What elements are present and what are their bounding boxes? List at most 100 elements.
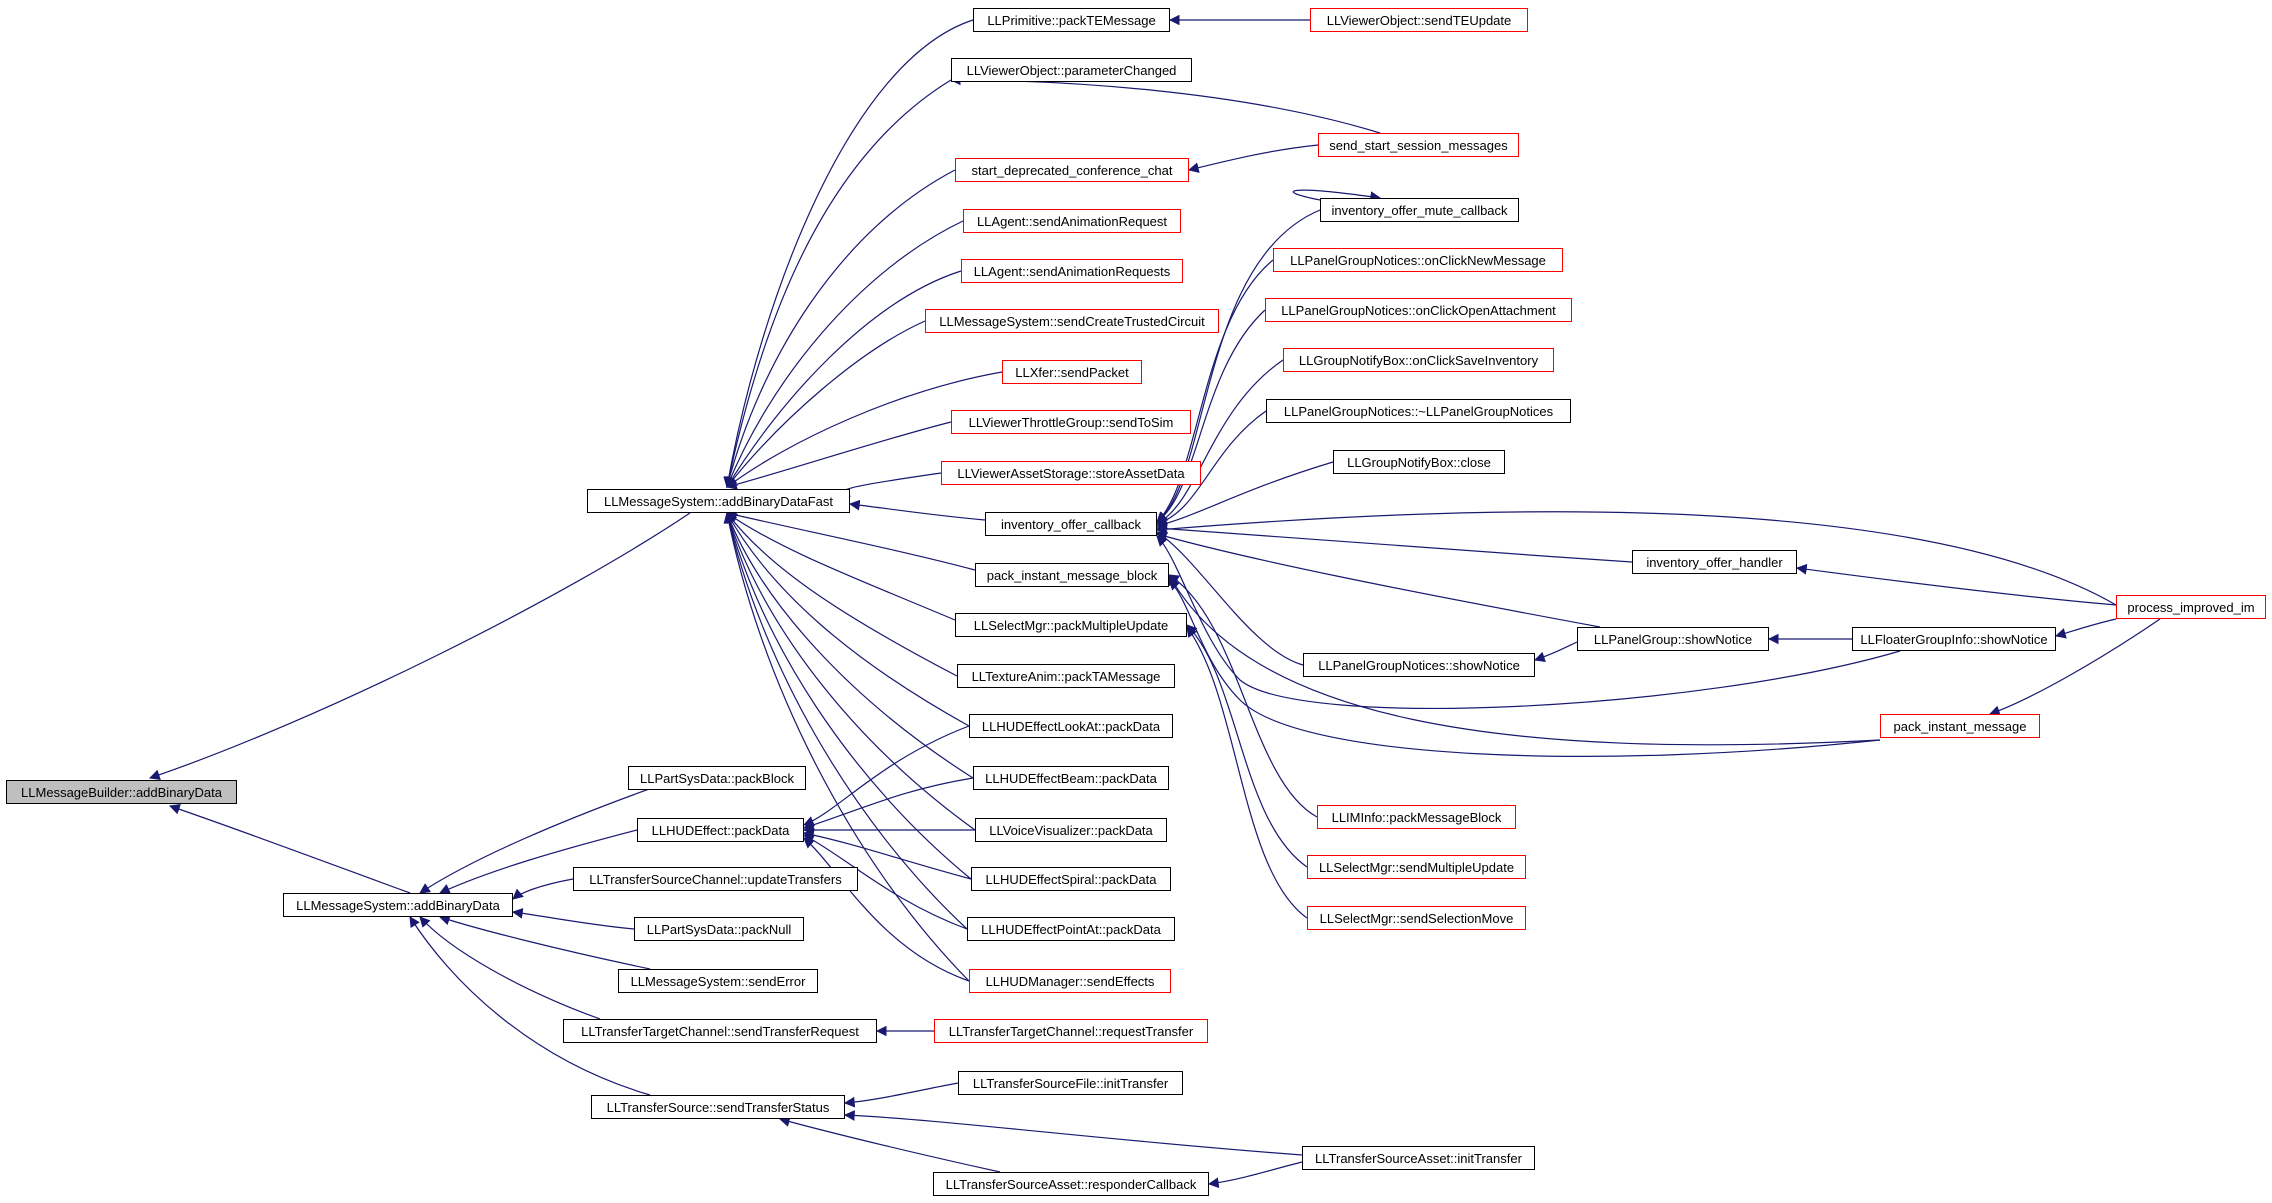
edge-fileinit-to-status	[843, 1082, 959, 1108]
node-request-transfer[interactable]: LLTransferTargetChannel::requestTransfer	[934, 1019, 1208, 1043]
node-floater-group-show-notice[interactable]: LLFloaterGroupInfo::showNotice	[1852, 627, 2056, 651]
node-panel-notices-show-notice[interactable]: LLPanelGroupNotices::showNotice	[1303, 653, 1535, 677]
node-panel-group-show-notice[interactable]: LLPanelGroup::showNotice	[1577, 627, 1769, 651]
edge-packim-to-fast	[725, 509, 976, 571]
node-voice-visualizer-pack-data[interactable]: LLVoiceVisualizer::packData	[975, 818, 1167, 842]
edge-groupshow-to-noticesshow	[1533, 641, 1578, 663]
edge-assetinit-to-resp	[1207, 1161, 1303, 1189]
edge-invcb-to-fast	[848, 499, 986, 521]
node-hud-manager-send-effects[interactable]: LLHUDManager::sendEffects	[969, 969, 1171, 993]
edge-lookat-to-fast	[726, 512, 970, 727]
node-iminfo-pack-message-block[interactable]: LLIMInfo::packMessageBlock	[1317, 805, 1516, 829]
node-asset-responder-callback[interactable]: LLTransferSourceAsset::responderCallback	[933, 1172, 1209, 1196]
edge-packta-to-fast	[726, 512, 958, 677]
edge-spiral-to-fast	[724, 511, 972, 880]
edge-spiral-to-hudpack	[802, 829, 972, 880]
edge-sendstatus-to-ms	[409, 916, 651, 1096]
edge-packte-to-fast	[723, 19, 974, 489]
node-send-start-session[interactable]: send_start_session_messages	[1318, 133, 1519, 157]
edge-startconf-to-fast	[724, 169, 956, 489]
node-file-init-transfer[interactable]: LLTransferSourceFile::initTransfer	[958, 1071, 1183, 1095]
edge-noticesshow-to-invcb	[1156, 531, 1304, 666]
node-send-transfer-request[interactable]: LLTransferTargetChannel::sendTransferReq…	[563, 1019, 877, 1043]
node-send-multiple-update[interactable]: LLSelectMgr::sendMultipleUpdate	[1307, 855, 1526, 879]
node-pack-instant-message[interactable]: pack_instant_message	[1880, 714, 2040, 738]
edge-partblock-to-ms	[419, 777, 681, 894]
node-start-conference-chat[interactable]: start_deprecated_conference_chat	[955, 158, 1189, 182]
edge-process-to-packinst	[1988, 618, 2161, 716]
node-parameter-changed[interactable]: LLViewerObject::parameterChanged	[951, 58, 1192, 82]
node-add-binary-data-fast[interactable]: LLMessageSystem::addBinaryDataFast	[587, 489, 850, 513]
node-part-sys-pack-block[interactable]: LLPartSysData::packBlock	[628, 766, 806, 790]
edge-saveinv-to-invcb	[1156, 359, 1284, 525]
node-hud-effect-pack-data[interactable]: LLHUDEffect::packData	[637, 818, 804, 842]
node-part-sys-pack-null[interactable]: LLPartSysData::packNull	[634, 917, 804, 941]
edge-groupshow-to-invcb	[1155, 531, 1601, 628]
edge-mute-self	[1292, 189, 1382, 202]
node-asset-init-transfer[interactable]: LLTransferSourceAsset::initTransfer	[1302, 1146, 1535, 1170]
edge-hudpack-to-ms	[439, 829, 638, 894]
node-notices-destructor[interactable]: LLPanelGroupNotices::~LLPanelGroupNotice…	[1266, 399, 1571, 423]
edge-ms-to-root	[168, 804, 411, 894]
edge-process-to-handler	[1795, 563, 2117, 606]
node-send-create-trusted-circuit[interactable]: LLMessageSystem::sendCreateTrustedCircui…	[925, 309, 1219, 333]
node-send-selection-move[interactable]: LLSelectMgr::sendSelectionMove	[1307, 906, 1526, 930]
edge-handler-to-invcb	[1155, 523, 1633, 563]
edge-senderr-to-ms	[438, 914, 651, 970]
edge-assetresp-to-status	[778, 1116, 1001, 1173]
node-beam-pack-data[interactable]: LLHUDEffectBeam::packData	[973, 766, 1169, 790]
edge-packmulti-to-fast	[726, 512, 956, 621]
edge-animreqs-to-fast	[726, 270, 962, 488]
edge-partnull-to-ms	[511, 907, 635, 930]
edge-dtor-to-invcb	[1155, 410, 1267, 527]
node-notify-box-close[interactable]: LLGroupNotifyBox::close	[1333, 450, 1505, 474]
node-pointat-pack-data[interactable]: LLHUDEffectPointAt::packData	[967, 917, 1175, 941]
node-update-transfers[interactable]: LLTransferSourceChannel::updateTransfers	[573, 867, 858, 891]
node-inventory-offer-callback[interactable]: inventory_offer_callback	[985, 512, 1157, 536]
edge-xfer-to-fast	[726, 371, 1003, 488]
node-send-animation-request[interactable]: LLAgent::sendAnimationRequest	[963, 209, 1181, 233]
edge-process-to-floater	[2054, 618, 2117, 639]
node-process-improved-im[interactable]: process_improved_im	[2116, 595, 2266, 619]
node-pack-te-message[interactable]: LLPrimitive::packTEMessage	[973, 8, 1170, 32]
node-inventory-offer-handler[interactable]: inventory_offer_handler	[1632, 550, 1797, 574]
node-store-asset-data[interactable]: LLViewerAssetStorage::storeAssetData	[941, 461, 1201, 485]
edge-trusted-to-fast	[726, 320, 926, 488]
edge-pointat-to-fast	[723, 511, 968, 930]
node-pack-instant-message-block[interactable]: pack_instant_message_block	[975, 563, 1169, 587]
node-send-error[interactable]: LLMessageSystem::sendError	[618, 969, 818, 993]
node-on-click-save-inventory[interactable]: LLGroupNotifyBox::onClickSaveInventory	[1283, 348, 1554, 372]
node-spiral-pack-data[interactable]: LLHUDEffectSpiral::packData	[971, 867, 1171, 891]
node-send-animation-requests[interactable]: LLAgent::sendAnimationRequests	[961, 259, 1183, 283]
edge-close-to-invcb	[1155, 461, 1334, 529]
edge-store-to-fast	[839, 472, 942, 500]
node-on-click-new-message[interactable]: LLPanelGroupNotices::onClickNewMessage	[1273, 248, 1563, 272]
edge-session-to-conf	[1187, 144, 1319, 173]
edge-paramchg-to-fast	[723, 79, 952, 489]
edge-sendreq-to-ms	[419, 916, 601, 1020]
edge-fast-to-root	[148, 512, 691, 780]
edge-packinst-to-packim2	[1168, 574, 1881, 746]
node-on-click-open-attachment[interactable]: LLPanelGroupNotices::onClickOpenAttachme…	[1265, 298, 1572, 322]
node-mute-callback[interactable]: inventory_offer_mute_callback	[1320, 198, 1519, 222]
node-ms-add-binary-data[interactable]: LLMessageSystem::addBinaryData	[283, 893, 513, 917]
node-throttle-send-to-sim[interactable]: LLViewerThrottleGroup::sendToSim	[951, 410, 1191, 434]
edge-voice-to-fast	[724, 511, 976, 831]
node-lookat-pack-data[interactable]: LLHUDEffectLookAt::packData	[969, 714, 1173, 738]
node-pack-multiple-update[interactable]: LLSelectMgr::packMultipleUpdate	[955, 613, 1187, 637]
edge-sendmulti-to-packmulti	[1186, 624, 1308, 868]
edge-layer	[148, 14, 2161, 1189]
edge-session-to-paramchg	[949, 74, 1381, 134]
edge-animreq-to-fast	[725, 220, 964, 489]
node-pack-ta-message[interactable]: LLTextureAnim::packTAMessage	[957, 664, 1175, 688]
edge-hudsend-to-hudpack	[803, 837, 970, 982]
node-send-te-update[interactable]: LLViewerObject::sendTEUpdate	[1310, 8, 1528, 32]
edge-mute-to-invcb	[1156, 209, 1321, 523]
edge-updtrans-to-ms	[512, 878, 574, 900]
edge-sendselmove-to-packmulti	[1186, 626, 1308, 919]
node-root[interactable]: LLMessageBuilder::addBinaryData	[6, 780, 237, 804]
node-send-transfer-status[interactable]: LLTransferSource::sendTransferStatus	[591, 1095, 845, 1119]
node-xfer-send-packet[interactable]: LLXfer::sendPacket	[1002, 360, 1142, 384]
edge-pointat-to-hudpack	[803, 834, 968, 930]
